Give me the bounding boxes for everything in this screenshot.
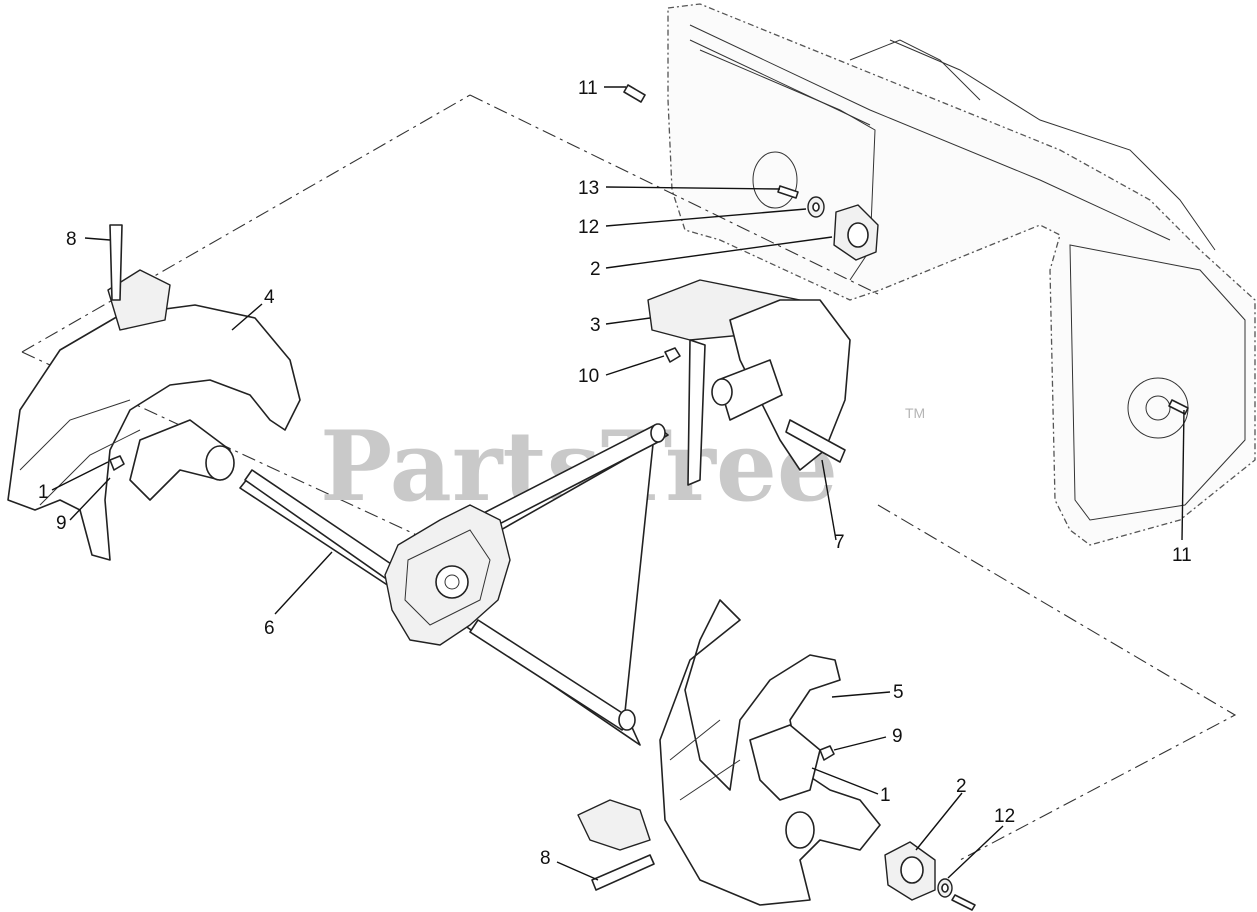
bolt-11-upper [623, 84, 646, 103]
shear-bolt-8-lower [591, 854, 655, 891]
callout-3: 3 [590, 315, 601, 336]
callout-13: 13 [578, 178, 599, 199]
nut-9-right [819, 745, 835, 761]
bearing-flange-upper [833, 204, 879, 261]
nut-9-left [109, 455, 125, 471]
bolt-11-right [1168, 399, 1189, 415]
callout-11-right: 11 [1172, 545, 1192, 566]
bolt-13 [777, 185, 799, 199]
watermark-trademark: TM [905, 405, 925, 421]
callout-4: 4 [264, 287, 275, 308]
auger-flight-left [7, 269, 301, 561]
callout-1-left: 1 [38, 482, 49, 503]
leader-lines [51, 86, 1185, 881]
impeller-assembly [647, 279, 851, 486]
callout-5: 5 [893, 682, 904, 703]
callout-7: 7 [834, 532, 845, 553]
callout-8-lower: 8 [540, 848, 551, 869]
auger-housing [667, 3, 1256, 546]
bearing-flange-lower [884, 841, 936, 901]
gearbox [384, 504, 511, 646]
assembly-centerline [21, 94, 1237, 861]
callout-1-right: 1 [880, 785, 891, 806]
callout-labels: 11 13 12 2 3 10 8 4 1 9 6 7 11 5 9 1 2 1… [38, 78, 1192, 869]
bolt-lower-right [951, 894, 976, 911]
callout-11-upper: 11 [578, 78, 598, 99]
nut-10 [664, 347, 681, 363]
callout-12-lower: 12 [994, 806, 1015, 827]
callout-12-upper: 12 [578, 217, 599, 238]
auger-flight-right [577, 599, 881, 906]
callout-9-left: 9 [56, 513, 67, 534]
callout-6: 6 [264, 618, 275, 639]
callout-10: 10 [578, 366, 599, 387]
callout-9-right: 9 [892, 726, 903, 747]
callout-2-upper: 2 [590, 259, 601, 280]
callout-2-lower: 2 [956, 776, 967, 797]
shear-bolt-8-upper [109, 224, 123, 301]
callout-8-upper: 8 [66, 229, 77, 250]
